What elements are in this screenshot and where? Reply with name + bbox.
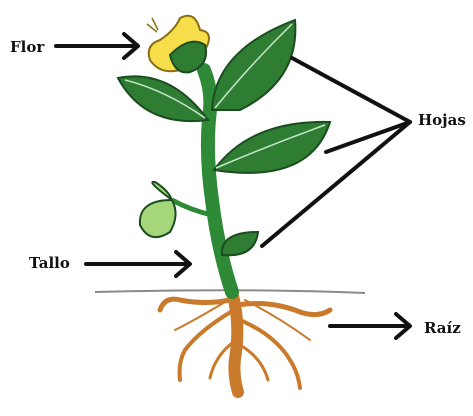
arrow-hojas-1 xyxy=(292,58,410,122)
leaf-small-light xyxy=(140,182,176,237)
label-hojas: Hojas xyxy=(418,113,466,128)
roots xyxy=(160,292,330,392)
label-flor: Flor xyxy=(10,40,44,55)
label-tallo: Tallo xyxy=(29,256,70,271)
leaf-small-bottom xyxy=(222,232,258,255)
leaf-left xyxy=(118,76,208,121)
flower xyxy=(147,16,209,73)
label-raiz: Raíz xyxy=(424,321,461,336)
arrow-raiz xyxy=(330,314,410,338)
arrow-tallo xyxy=(86,252,190,276)
arrow-flor xyxy=(56,34,138,58)
arrow-hojas-2 xyxy=(326,122,410,152)
